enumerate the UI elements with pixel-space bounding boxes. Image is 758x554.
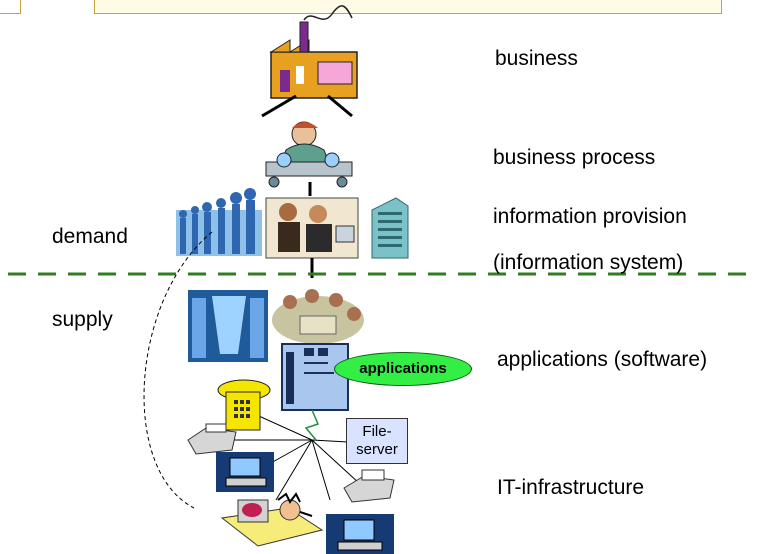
side-label-demand: demand bbox=[52, 225, 128, 248]
factory-icon bbox=[269, 5, 358, 99]
layer-label-business-process: business process bbox=[493, 146, 656, 169]
layer-label-information-system: (information system) bbox=[493, 251, 684, 274]
demand-supply-arc bbox=[143, 231, 213, 509]
connector-line bbox=[261, 94, 297, 118]
office-building-icon bbox=[371, 197, 409, 259]
technician-icon bbox=[220, 492, 324, 547]
server-room-icon bbox=[188, 290, 268, 362]
top-left-frame-corner bbox=[0, 0, 21, 14]
office-workers-icon bbox=[265, 197, 359, 259]
lightning-link bbox=[304, 409, 320, 441]
telephone-icon bbox=[217, 379, 271, 431]
crowd-icon bbox=[176, 188, 262, 256]
computer-icon bbox=[216, 452, 274, 492]
file-server-label-line1: File- bbox=[362, 423, 392, 440]
layer-label-information-provision: information provision bbox=[493, 205, 687, 228]
layer-label-business: business bbox=[495, 47, 578, 70]
layer-label-applications: applications (software) bbox=[497, 348, 708, 371]
printer-icon bbox=[187, 423, 237, 455]
printer-icon bbox=[343, 469, 395, 503]
applications-bubble: applications bbox=[334, 352, 472, 386]
layer-label-it-infrastructure: IT-infrastructure bbox=[497, 476, 645, 499]
side-label-supply: supply bbox=[52, 308, 113, 331]
circuit-board-icon bbox=[281, 343, 349, 411]
computer-icon bbox=[326, 514, 394, 554]
business-process-worker-icon bbox=[265, 121, 353, 188]
top-banner-frame bbox=[94, 0, 722, 14]
developers-group-icon bbox=[272, 289, 364, 344]
file-server-label-line2: server bbox=[356, 441, 398, 458]
file-server-box: File- server bbox=[346, 418, 408, 464]
connector-line bbox=[327, 94, 353, 118]
